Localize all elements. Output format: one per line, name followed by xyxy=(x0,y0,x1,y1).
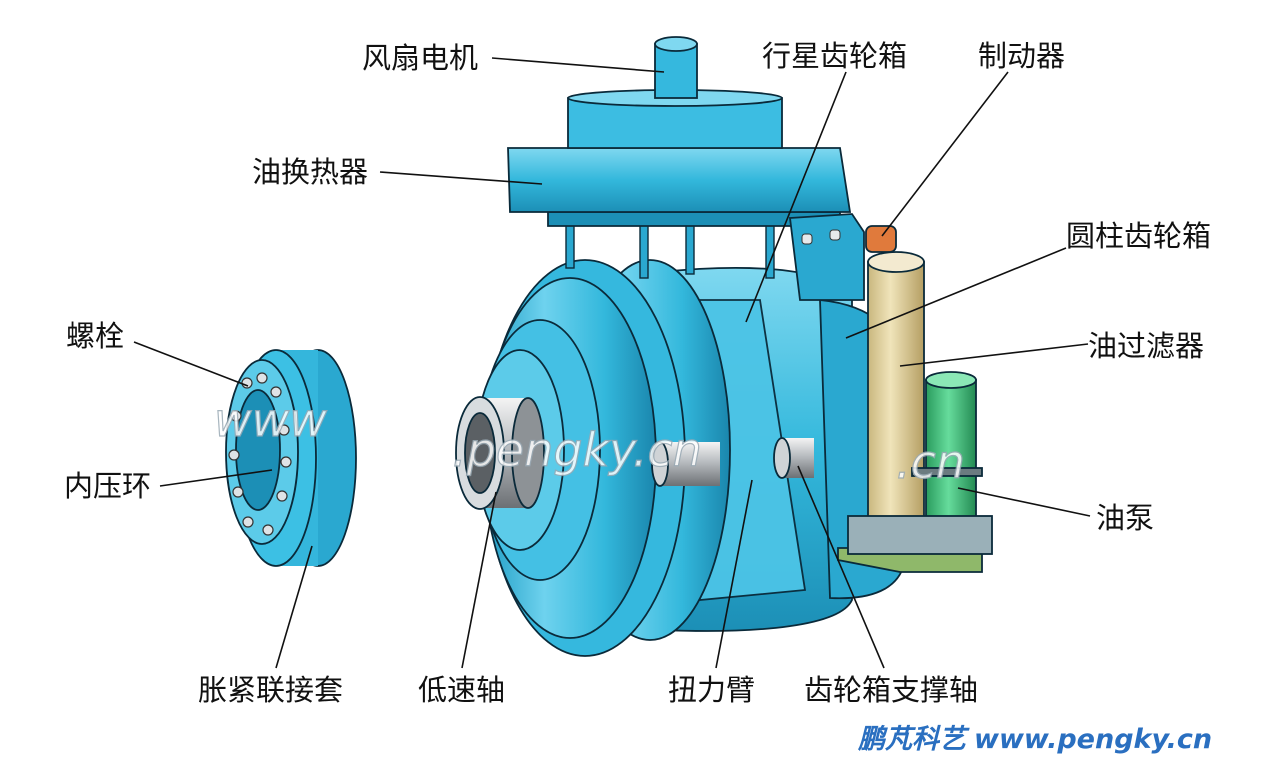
shrink-disc-drawing xyxy=(225,349,357,567)
label-bolt: 螺栓 xyxy=(66,319,124,353)
label-inner-pressure-ring: 内压环 xyxy=(64,469,151,503)
watermark-right: .cn xyxy=(896,435,965,489)
label-brake: 制动器 xyxy=(978,39,1065,73)
credit: 鹏芃科艺 www.pengky.cn xyxy=(857,724,1212,755)
gearbox-body-drawing xyxy=(455,259,906,657)
label-oil-filter: 油过滤器 xyxy=(1088,329,1204,363)
label-cylindrical-gearbox: 圆柱齿轮箱 xyxy=(1066,219,1211,253)
heat-exchanger-drawing xyxy=(507,36,865,301)
oil-pump-drawing xyxy=(911,371,983,521)
credit-name: 鹏芃科艺 xyxy=(857,724,970,755)
label-torque-arm: 扭力臂 xyxy=(668,673,755,707)
label-fan-motor: 风扇电机 xyxy=(362,41,478,75)
label-planetary-gearbox: 行星齿轮箱 xyxy=(762,39,907,73)
credit-url: www.pengky.cn xyxy=(974,724,1212,755)
labels: 风扇电机 行星齿轮箱 制动器 油换热器 圆柱齿轮箱 螺栓 油过滤器 内压环 油泵… xyxy=(64,39,1211,707)
label-low-speed-shaft: 低速轴 xyxy=(418,673,505,707)
base-plate-drawing xyxy=(837,515,993,573)
watermark-left: www xyxy=(214,393,327,447)
label-oil-heat-exchanger: 油换热器 xyxy=(252,155,368,189)
leader-lines xyxy=(133,57,1091,669)
label-gearbox-support-shaft: 齿轮箱支撑轴 xyxy=(804,673,978,707)
oil-filter-drawing xyxy=(867,251,925,521)
label-shrink-disc: 胀紧联接套 xyxy=(198,673,343,707)
label-oil-pump: 油泵 xyxy=(1096,501,1154,535)
brake-drawing xyxy=(865,225,897,253)
watermark-center: .pengky.cn xyxy=(452,423,702,477)
